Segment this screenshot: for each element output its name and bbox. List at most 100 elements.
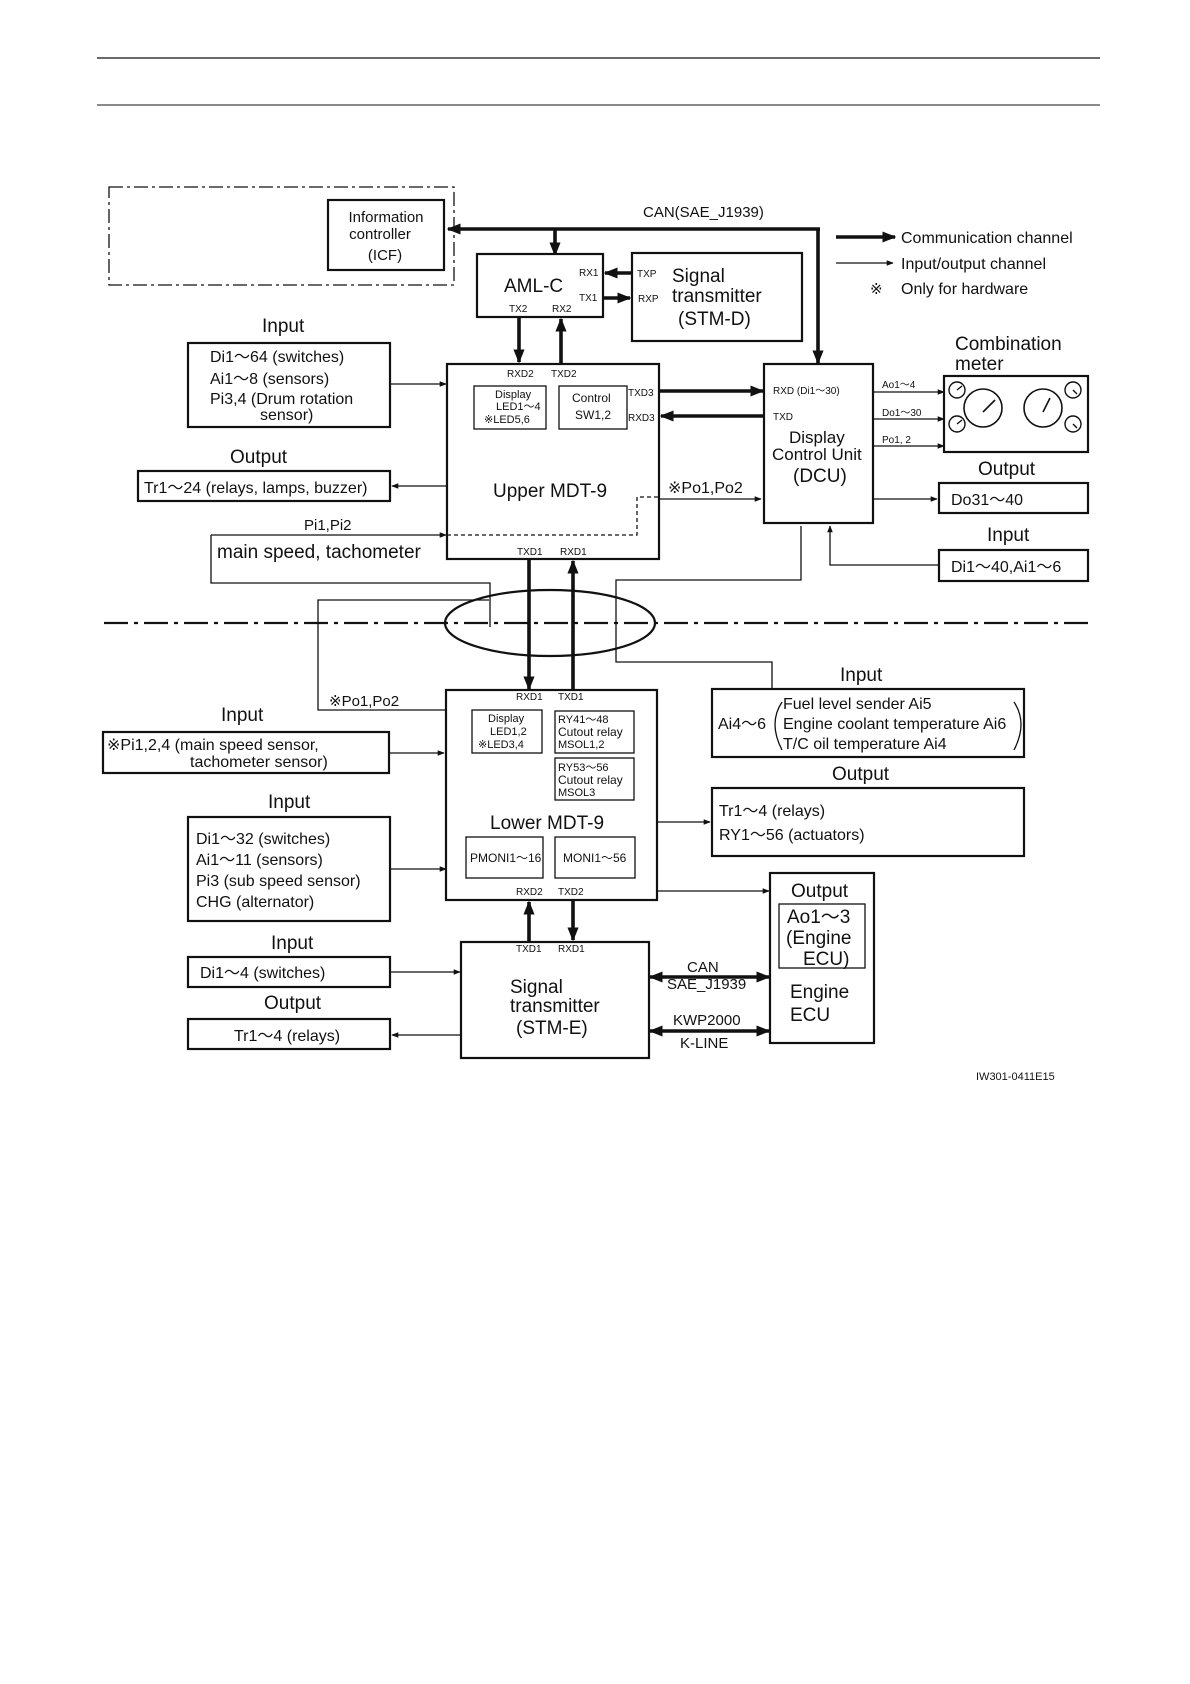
stm-e-txd1: TXD1	[516, 944, 542, 955]
meter-label-l2: meter	[955, 354, 1004, 375]
lower-display-l2: LED1,2	[490, 726, 527, 738]
dcu-output-text: Do31～40	[951, 492, 1023, 509]
upper-po-label: ※Po1,Po2	[668, 480, 743, 497]
upper-txd3: TXD3	[628, 388, 654, 399]
cable-bundle	[443, 588, 657, 658]
dcu-ao-label: Ao1～4	[882, 380, 916, 391]
lower-rxd2: RXD2	[516, 887, 543, 898]
stm-d-rxp: RXP	[638, 294, 659, 305]
lower-right-output-l2: RY1～56 (actuators)	[719, 827, 865, 844]
aml-c-box: AML-C RX1 TX1 TX2 RX2	[475, 252, 605, 319]
upper-output-heading: Output	[230, 447, 288, 468]
stm-e-input: Input Di1～4 (switches)	[186, 933, 392, 989]
lower-ry2-l2: Cutout relay	[558, 773, 623, 787]
ecu-ao-box	[778, 903, 866, 969]
meter-gauge-left	[963, 388, 1003, 428]
upper-mdt9-title: Upper MDT-9	[493, 481, 607, 502]
lower-input2-heading: Input	[268, 792, 311, 813]
lower-po-label: ※Po1,Po2	[329, 693, 399, 710]
dcu-box: RXD (Di1～30) TXD Display Control Unit (D…	[762, 362, 875, 525]
aml-tx1: TX1	[579, 293, 598, 304]
stm-d-line2: transmitter	[672, 286, 762, 307]
pi-label: Pi1,Pi2	[304, 517, 352, 534]
can-bus	[446, 223, 824, 365]
upper-display-l2: LED1～4	[496, 401, 541, 413]
dcu-line1: Display	[789, 428, 845, 447]
dcu-line3: (DCU)	[793, 466, 847, 487]
dcu-input-text: Di1～40,Ai1～6	[951, 559, 1061, 576]
pi-wiring	[210, 532, 491, 627]
icf-line3: (ICF)	[368, 247, 402, 264]
upper-input-l4: sensor)	[260, 407, 313, 424]
lower-right-input-heading: Input	[840, 665, 883, 686]
lower-left-input-heading: Input	[221, 705, 264, 726]
aml-rx2: RX2	[552, 304, 572, 315]
engine-ecu-box: Output Ao1～3 (Engine ECU) Engine ECU	[768, 871, 876, 1045]
lower-input2-l4: CHG (alternator)	[196, 894, 314, 911]
upper-display-l1: Display	[495, 389, 532, 401]
upper-rxd1: RXD1	[560, 547, 587, 558]
legend-hardware: Only for hardware	[901, 281, 1028, 298]
lower-input2-l2: Ai1～11 (sensors)	[196, 852, 323, 869]
lower-moni: MONI1～56	[563, 851, 627, 865]
dcu-rxd: RXD (Di1～30)	[773, 386, 840, 397]
ecu-line1: Engine	[790, 982, 849, 1003]
lower-txd2: TXD2	[558, 887, 584, 898]
upper-txd1: TXD1	[517, 547, 543, 558]
lower-ry2-l1: RY53～56	[558, 762, 609, 774]
stm-d-txp: TXP	[637, 269, 657, 280]
lower-pmoni-box	[465, 836, 544, 879]
lower-display-box	[471, 709, 543, 754]
lower-input2-l3: Pi3 (sub speed sensor)	[196, 873, 361, 890]
ecu-ao-l1: Ao1～3	[787, 907, 850, 928]
lower-moni-box	[554, 836, 636, 879]
stm-e-output-text: Tr1～4 (relays)	[234, 1028, 340, 1045]
upper-input-l2: Ai1～8 (sensors)	[210, 371, 329, 388]
lower-ry2-l3: MSOL3	[558, 787, 595, 799]
stm-e-line3: (STM-E)	[516, 1018, 588, 1039]
ecu-line2: ECU	[790, 1005, 830, 1026]
dcu-po-label: Po1, 2	[882, 435, 911, 446]
aml-upper-links	[513, 317, 567, 364]
upper-input-heading: Input	[262, 316, 305, 337]
lower-right-input: Input Ai4～6 Fuel level sender Ai5 Engine…	[710, 665, 1026, 759]
lower-txd1: TXD1	[558, 692, 584, 703]
lower-relay2-box	[554, 757, 635, 801]
lower-ry1-l3: MSOL1,2	[558, 739, 604, 751]
legend-io: Input/output channel	[901, 256, 1046, 273]
legend: Communication channel Input/output chann…	[836, 230, 1073, 298]
lower-mdt9-box: Lower MDT-9 RXD1 TXD1 RXD2 TXD2 Display …	[444, 688, 659, 902]
upper-lower-links	[523, 559, 579, 691]
figure-code: IW301-0411E15	[976, 1071, 1055, 1083]
lower-pmoni: PMONI1～16	[470, 851, 542, 865]
can-bus-label: CAN(SAE_J1939)	[643, 204, 764, 221]
icf-box: Information controller (ICF)	[326, 198, 446, 272]
upper-dcu-links	[659, 385, 765, 422]
upper-po-dashed	[447, 496, 659, 536]
dcu-txd: TXD	[773, 412, 793, 423]
kwp-link-l2: K-LINE	[680, 1035, 728, 1052]
upper-mdt9-box: Upper MDT-9 RXD2 TXD2 TXD3 RXD3 TXD1 RXD…	[445, 362, 661, 561]
kwp-link-l1: KWP2000	[673, 1012, 741, 1029]
stm-e-input-heading: Input	[271, 933, 314, 954]
ecu-ao-l2: (Engine	[786, 928, 852, 949]
lower-ry1-l2: Cutout relay	[558, 725, 623, 739]
dcu-meter-links: Ao1～4 Do1～30 Po1, 2	[873, 380, 945, 449]
lower-input2: Input Di1～32 (switches) Ai1～11 (sensors)…	[186, 792, 392, 923]
dcu-output: Output Do31～40	[937, 459, 1090, 515]
dcu-input-heading: Input	[987, 525, 1030, 546]
upper-output: Output Tr1～24 (relays, lamps, buzzer)	[136, 447, 392, 503]
icf-line2: controller	[349, 226, 411, 243]
lower-rxd1: RXD1	[516, 692, 543, 703]
lower-right-input-l2: Engine coolant temperature Ai6	[783, 716, 1006, 733]
lower-relay1-box	[554, 710, 635, 754]
aml-c-title: AML-C	[504, 276, 563, 297]
upper-input: Input Di1～64 (switches) Ai1～8 (sensors) …	[186, 316, 392, 429]
aml-tx2: TX2	[509, 304, 528, 315]
dcu-output-heading: Output	[978, 459, 1036, 480]
upper-control-box	[558, 385, 628, 430]
stm-d-line1: Signal	[672, 266, 725, 287]
meter-label-l1: Combination	[955, 334, 1062, 355]
lower-display-l3: ※LED3,4	[478, 739, 524, 751]
legend-communication: Communication channel	[901, 230, 1073, 247]
